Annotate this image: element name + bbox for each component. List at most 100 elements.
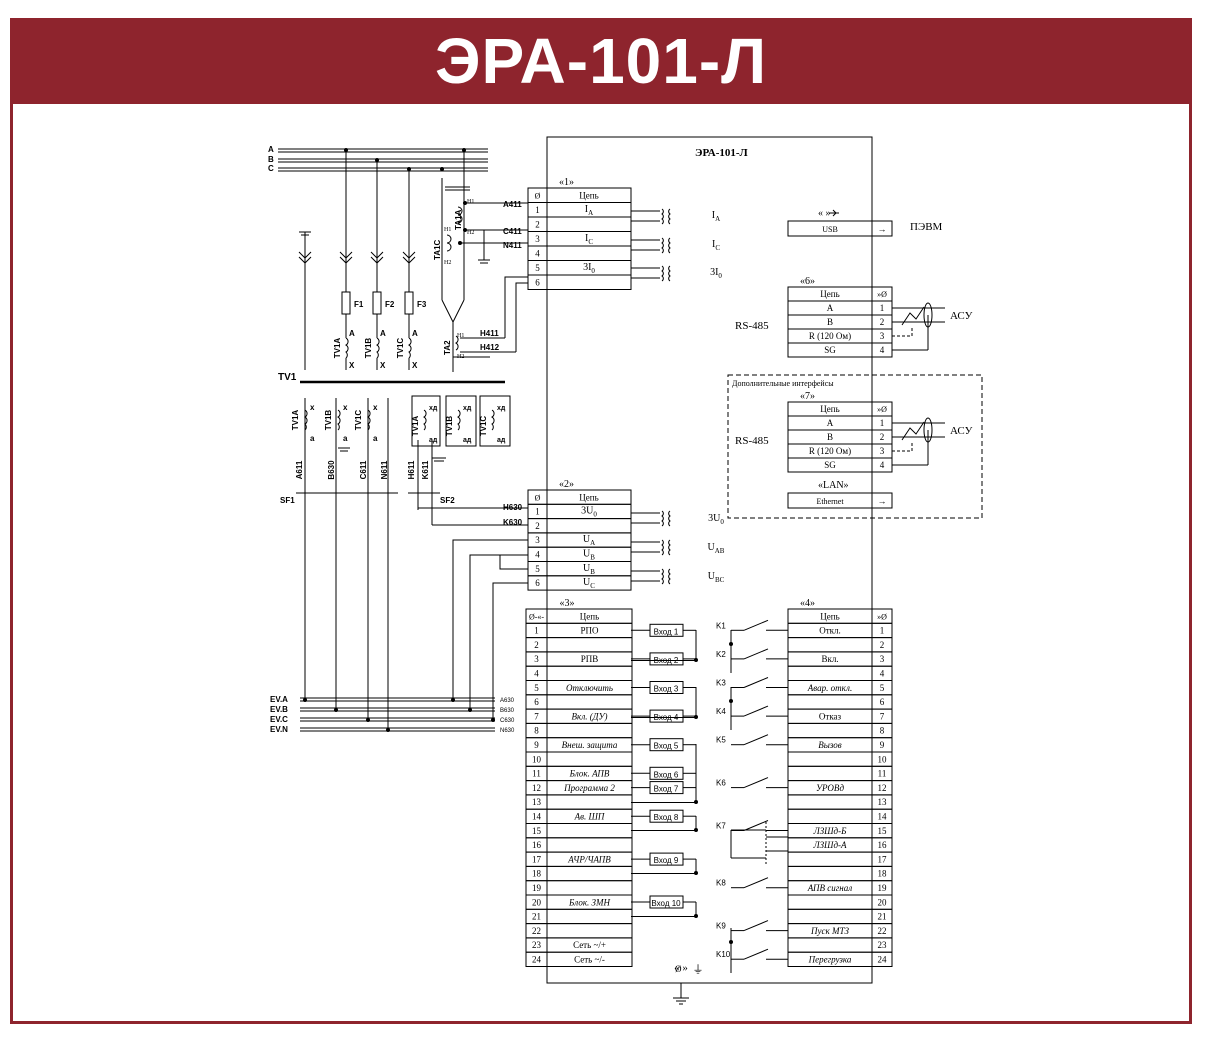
- terminal-label: Внеш. защита: [562, 740, 618, 750]
- terminal-label-cell: [546, 923, 633, 939]
- terminal-label: Блок. АПВ: [569, 769, 610, 779]
- tv-terminal-label: X: [380, 361, 386, 370]
- terminal-label: Блок. ЗМН: [568, 897, 611, 907]
- terminal-label-cell: [787, 342, 873, 358]
- terminal-label-cell: [787, 765, 873, 782]
- junction-dot: [334, 708, 338, 712]
- terminal-number: 4: [535, 249, 540, 259]
- terminal-label: Пуск МТЗ: [810, 926, 849, 936]
- relay-contact: [743, 705, 769, 717]
- terminal-number: 3: [880, 446, 885, 456]
- terminal-number: 2: [880, 432, 885, 442]
- terminal-number: 5: [535, 263, 540, 273]
- terminal-label: UC: [583, 577, 595, 590]
- terminal-number: 6: [535, 278, 540, 288]
- input-label: Вход 7: [654, 785, 679, 794]
- tv-terminal-label: x: [343, 403, 348, 412]
- terminal-number: 16: [878, 840, 888, 850]
- fuse-label: F3: [417, 300, 427, 309]
- terminal-number: 2: [880, 640, 885, 650]
- terminal-number: 2: [535, 220, 540, 230]
- terminal-label: Авар. откл.: [807, 683, 852, 693]
- terminal-label-cell: [787, 457, 873, 473]
- terminal-label-cell: [787, 937, 873, 953]
- coil-symbol: [668, 568, 671, 585]
- terminal-number: 18: [878, 869, 888, 879]
- usb-icon: [829, 209, 839, 217]
- tv-label: TV1C: [396, 338, 405, 359]
- coil-symbol: [661, 265, 664, 282]
- block-header-symbol: »Ø: [877, 290, 887, 299]
- terminal-number: 1: [535, 205, 540, 215]
- tv-terminal-label: A: [380, 329, 386, 338]
- block-tag: «7»: [800, 391, 815, 402]
- terminal-label-cell: [787, 751, 873, 767]
- terminal-number: 19: [532, 883, 542, 893]
- terminal-label-cell: [546, 518, 632, 534]
- junction-dot: [462, 148, 466, 152]
- tv-terminal-label: xд: [429, 405, 438, 412]
- tv-terminal-label: aд: [429, 437, 438, 444]
- block-header-symbol: Ø: [535, 493, 541, 502]
- junction-dot: [303, 698, 307, 702]
- junction-dot: [375, 158, 379, 162]
- terminal-number: 13: [878, 797, 888, 807]
- relay-contact: [743, 777, 769, 789]
- wire-label: N611: [380, 460, 389, 479]
- block6-iface-label: RS-485: [735, 320, 769, 332]
- terminal-label: Вкл.: [821, 654, 838, 664]
- lan-arrow-cell: [871, 492, 893, 509]
- wire-label: H630: [503, 503, 523, 512]
- h1-label: H1: [457, 333, 464, 339]
- terminal-number: 20: [878, 897, 888, 907]
- terminal-label: Перегрузка: [808, 955, 852, 965]
- terminal-number: 1: [534, 626, 539, 636]
- wire-label: H611: [407, 460, 416, 479]
- terminal-number: 2: [880, 317, 885, 327]
- terminal-label-cell: [546, 951, 633, 968]
- h1-label: H1: [467, 199, 474, 205]
- block-tag: «6»: [800, 276, 815, 287]
- relay-label: K3: [716, 679, 726, 688]
- input-label: Вход 10: [651, 899, 681, 908]
- coil-symbol: [668, 510, 671, 527]
- tv-label: TV1B: [364, 338, 373, 359]
- block1-output-label: 3I0: [710, 267, 722, 280]
- terminal-label-cell: [546, 722, 633, 739]
- input-label: Вход 9: [654, 856, 679, 865]
- terminal-label: Ав. ШП: [574, 812, 605, 822]
- terminal-number: 6: [880, 697, 885, 707]
- terminal-number: 21: [878, 912, 887, 922]
- ev-bus-label: EV.C: [270, 715, 288, 724]
- fuse-label: F1: [354, 300, 364, 309]
- ev-bus-code: A630: [500, 698, 515, 704]
- coil-symbol: [661, 568, 664, 585]
- bus-label-a: A: [268, 145, 274, 154]
- tv-open-coil: [456, 409, 461, 431]
- block-header-label: Цепь: [580, 611, 599, 621]
- terminal-number: 2: [534, 640, 539, 650]
- usb-arrow-cell: [871, 220, 893, 237]
- block-header-symbol: Ø-«-: [529, 612, 544, 621]
- coil-symbol: [661, 539, 664, 556]
- tv-terminal-label: a: [310, 434, 315, 443]
- terminal-label: Вызов: [818, 740, 841, 750]
- junction-dot: [729, 699, 733, 703]
- terminal-number: 23: [532, 940, 542, 950]
- tv-label: TV1B: [324, 410, 333, 431]
- input-label: Вход 3: [654, 685, 679, 694]
- terminal-number: 9: [880, 740, 885, 750]
- terminal-number: 8: [534, 726, 539, 736]
- terminal-label: SG: [824, 460, 836, 470]
- junction-dot: [344, 148, 348, 152]
- terminal-number: 24: [878, 955, 888, 965]
- terminal-number: 24: [532, 955, 542, 965]
- terminal-number: 2: [535, 521, 540, 531]
- block-header-symbol: Ø: [535, 192, 541, 201]
- fuse-label: F2: [385, 300, 395, 309]
- terminal-label-cell: [546, 794, 633, 810]
- terminal-label-cell: [787, 908, 873, 925]
- terminal-label-cell: [546, 216, 632, 232]
- ev-bus-code: N630: [500, 728, 515, 734]
- terminal-label-cell: [787, 808, 873, 825]
